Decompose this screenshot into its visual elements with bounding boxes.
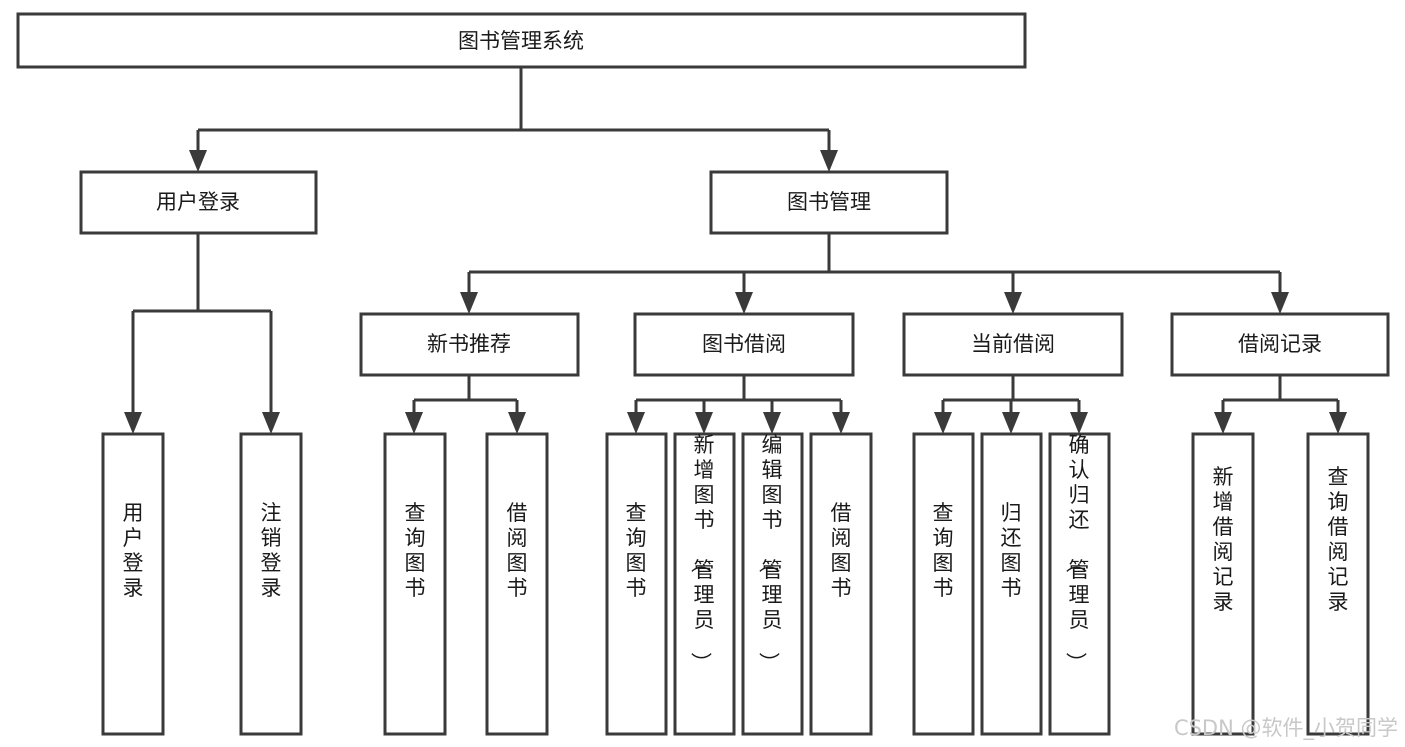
arrow-to-book-borrow xyxy=(735,292,753,314)
node-book-manage-label: 图书管理 xyxy=(787,190,871,214)
node-borrow-record-label: 借阅记录 xyxy=(1238,332,1322,356)
arrow-to-leaf-query-book-3 xyxy=(934,412,952,434)
node-leaf-add-record-label: 新增借阅记录 xyxy=(1213,465,1234,614)
node-leaf-confirm-return-label: 确认归还（管理员） xyxy=(1064,433,1090,673)
node-user-login-label: 用户登录 xyxy=(156,190,240,214)
node-book-manage[interactable]: 图书管理 xyxy=(709,170,949,235)
node-leaf-query-record-label: 查询借阅记录 xyxy=(1328,465,1349,614)
node-leaf-query-book-3[interactable]: 查询图书 xyxy=(912,432,975,736)
node-leaf-edit-book[interactable]: 编辑图书（管理员） xyxy=(741,432,804,736)
node-leaf-borrow-book-2[interactable]: 借阅图书 xyxy=(809,432,873,736)
node-leaf-add-book[interactable]: 新增图书（管理员） xyxy=(673,432,736,736)
node-leaf-edit-book-label: 编辑图书（管理员） xyxy=(757,433,783,673)
arrow-to-leaf-return-book xyxy=(1002,412,1020,434)
arrow-to-leaf-logout xyxy=(262,412,280,434)
arrow-to-leaf-edit-book xyxy=(763,412,781,434)
arrow-to-new-book-rec xyxy=(460,292,478,314)
node-leaf-borrow-book-2-label: 借阅图书 xyxy=(831,501,852,600)
node-user-login[interactable]: 用户登录 xyxy=(79,170,318,235)
arrow-to-user-login xyxy=(189,150,207,172)
node-current-borrow[interactable]: 当前借阅 xyxy=(902,312,1124,377)
arrow-to-leaf-confirm-return xyxy=(1070,412,1088,434)
arrow-to-leaf-user-login xyxy=(124,412,142,434)
node-new-book-rec-label: 新书推荐 xyxy=(427,332,511,356)
node-new-book-rec[interactable]: 新书推荐 xyxy=(359,312,580,377)
arrow-to-leaf-borrow-book-1 xyxy=(508,412,526,434)
connectors-layer xyxy=(124,67,1347,434)
arrow-to-leaf-query-book-2 xyxy=(627,412,645,434)
node-leaf-logout[interactable]: 注销登录 xyxy=(239,432,303,736)
node-leaf-borrow-book-1[interactable]: 借阅图书 xyxy=(485,432,549,736)
node-root[interactable]: 图书管理系统 xyxy=(16,12,1027,69)
arrow-to-leaf-borrow-book-2 xyxy=(832,412,850,434)
arrow-to-leaf-query-book-1 xyxy=(405,412,423,434)
node-leaf-add-book-label: 新增图书（管理员） xyxy=(689,433,715,673)
arrow-to-book-manage xyxy=(820,150,838,172)
node-leaf-return-book-label: 归还图书 xyxy=(1001,501,1022,600)
csdn-watermark: CSDN @软件_小贺同学 xyxy=(1174,716,1398,741)
node-leaf-user-login[interactable]: 用户登录 xyxy=(101,432,165,736)
node-book-borrow[interactable]: 图书借阅 xyxy=(633,312,855,377)
node-leaf-logout-label: 注销登录 xyxy=(261,501,282,600)
arrow-to-current-borrow xyxy=(1004,292,1022,314)
node-leaf-borrow-book-1-label: 借阅图书 xyxy=(507,501,528,600)
node-leaf-query-book-1-label: 查询图书 xyxy=(405,501,426,600)
node-leaf-query-book-2[interactable]: 查询图书 xyxy=(605,432,668,736)
node-leaf-query-record[interactable]: 查询借阅记录 xyxy=(1306,432,1370,736)
node-leaf-return-book[interactable]: 归还图书 xyxy=(980,432,1043,736)
node-current-borrow-label: 当前借阅 xyxy=(971,332,1055,356)
node-root-label: 图书管理系统 xyxy=(458,29,584,53)
arrow-to-leaf-add-book xyxy=(695,412,713,434)
node-book-borrow-label: 图书借阅 xyxy=(702,332,786,356)
node-leaf-query-book-2-label: 查询图书 xyxy=(626,501,647,600)
arrow-to-borrow-record xyxy=(1271,292,1289,314)
node-leaf-confirm-return[interactable]: 确认归还（管理员） xyxy=(1048,432,1111,736)
node-leaf-add-record[interactable]: 新增借阅记录 xyxy=(1191,432,1255,736)
node-leaf-query-book-1[interactable]: 查询图书 xyxy=(383,432,447,736)
arrow-to-leaf-add-record xyxy=(1214,412,1232,434)
node-leaf-user-login-label: 用户登录 xyxy=(123,501,144,600)
node-borrow-record[interactable]: 借阅记录 xyxy=(1170,312,1390,377)
arrow-to-leaf-query-record xyxy=(1329,412,1347,434)
node-leaf-query-book-3-label: 查询图书 xyxy=(933,501,954,600)
